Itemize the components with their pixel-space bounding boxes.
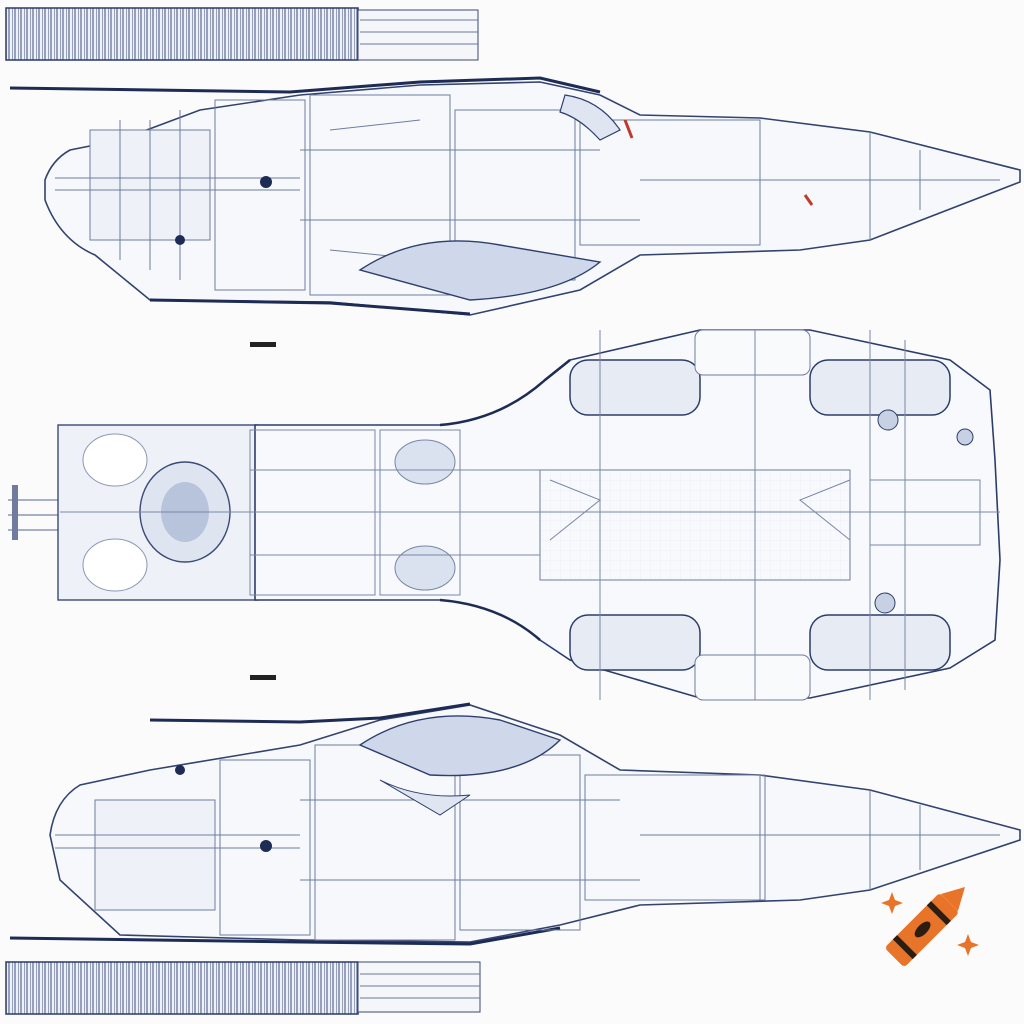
top-plan-view xyxy=(8,329,1001,701)
sparkle-icon xyxy=(881,892,903,914)
crayon-badge xyxy=(862,868,992,988)
panel-strip-top-right xyxy=(357,9,479,61)
panel-strip-top xyxy=(5,7,359,61)
crayon-icon xyxy=(881,886,979,966)
panel-strip-bottom-right xyxy=(357,961,481,1013)
side-view-top xyxy=(5,7,1021,347)
panel-strip-bottom xyxy=(5,961,359,1015)
side-view-bottom xyxy=(5,702,1021,1015)
sparkle-icon xyxy=(957,934,979,956)
hull-outline-bottom xyxy=(49,704,1021,943)
hull-outline-top xyxy=(44,81,1021,316)
